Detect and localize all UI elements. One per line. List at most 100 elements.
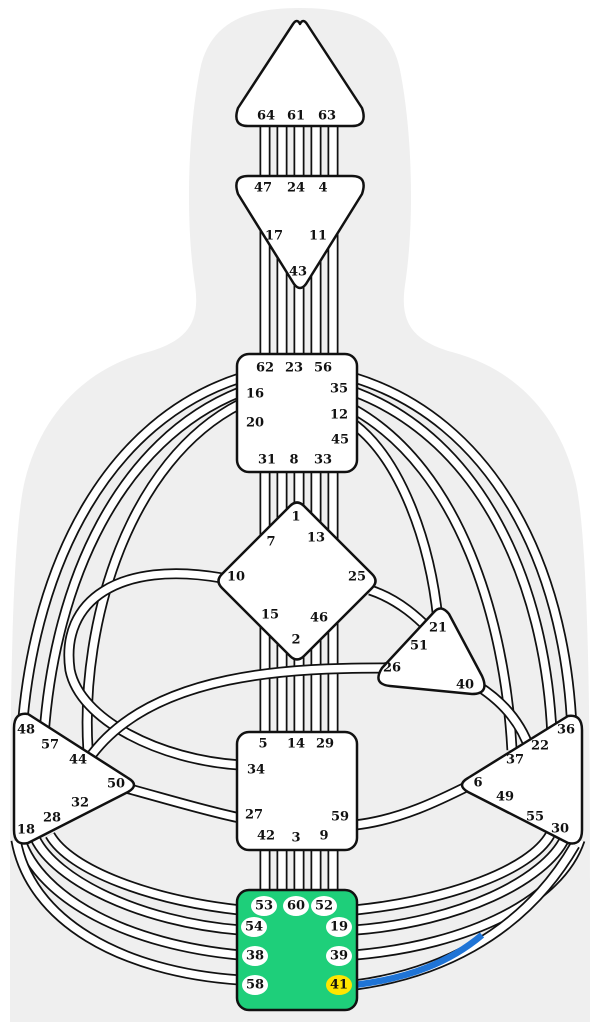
gate-44[interactable]: 44 [69,753,87,768]
gate-64[interactable]: 64 [257,109,275,124]
gate-55[interactable]: 55 [526,810,544,825]
gate-18[interactable]: 18 [17,823,35,838]
gate-31[interactable]: 31 [258,453,276,468]
root-center[interactable] [235,888,359,1012]
gate-30[interactable]: 30 [551,822,569,837]
gate-3[interactable]: 3 [291,831,300,846]
gate-badge [241,917,267,937]
gate-26[interactable]: 26 [383,661,401,676]
gate-23[interactable]: 23 [285,361,303,376]
gate-22[interactable]: 22 [531,739,549,754]
gate-59[interactable]: 59 [331,810,349,825]
gate-37[interactable]: 37 [506,753,524,768]
gate-4[interactable]: 4 [318,181,327,196]
gate-badge [326,946,352,966]
gate-25[interactable]: 25 [348,570,366,585]
channel [351,420,444,621]
gate-6[interactable]: 6 [473,776,482,791]
gate-11[interactable]: 11 [309,229,327,244]
gate-21[interactable]: 21 [429,621,447,636]
gate-badge [242,975,268,995]
gate-38[interactable]: 38 [246,949,264,964]
g-center[interactable] [217,501,377,661]
gate-19[interactable]: 19 [330,920,348,935]
spleen-center[interactable] [12,712,136,845]
active-channel-41-30 [354,842,580,991]
gate-33[interactable]: 33 [314,453,332,468]
gate-35[interactable]: 35 [330,382,348,397]
channel [353,386,558,736]
channel [16,372,242,731]
channel [352,405,518,751]
gate-49[interactable]: 49 [496,790,514,805]
gate-14[interactable]: 14 [287,737,305,752]
gate-36[interactable]: 36 [557,723,575,738]
gate-52[interactable]: 52 [315,899,333,914]
gate-28[interactable]: 28 [43,811,61,826]
gate-46[interactable]: 46 [310,611,328,626]
gate-badge [283,896,309,916]
gate-53[interactable]: 53 [255,899,273,914]
gate-39[interactable]: 39 [330,949,348,964]
gate-60[interactable]: 60 [287,899,305,914]
gate-27[interactable]: 27 [245,808,263,823]
gate-2[interactable]: 2 [291,633,300,648]
active-channel-layer [354,842,580,991]
channel [354,780,473,831]
gate-badge [242,946,268,966]
head-center[interactable] [235,19,365,128]
gate-13[interactable]: 13 [307,531,325,546]
gate-51[interactable]: 51 [410,639,428,654]
gate-8[interactable]: 8 [289,453,298,468]
gate-17[interactable]: 17 [265,229,283,244]
gate-40[interactable]: 40 [456,678,474,693]
gate-45[interactable]: 45 [331,433,349,448]
channel [38,386,243,736]
gate-50[interactable]: 50 [107,777,125,792]
gate-29[interactable]: 29 [316,737,334,752]
gate-5[interactable]: 5 [258,737,267,752]
gate-badge [326,917,352,937]
channel [10,838,241,986]
throat-center[interactable] [235,352,359,474]
gate-42[interactable]: 42 [257,829,275,844]
gate-41[interactable]: 41 [330,978,348,993]
gate-62[interactable]: 62 [256,361,274,376]
gate-61[interactable]: 61 [287,109,305,124]
gate-32[interactable]: 32 [71,796,89,811]
channel [83,662,386,764]
gate-20[interactable]: 20 [246,416,264,431]
gate-15[interactable]: 15 [261,608,279,623]
solar-plexus-center[interactable] [460,714,584,845]
gate-43[interactable]: 43 [289,265,307,280]
gate-57[interactable]: 57 [41,738,59,753]
sacral-center[interactable] [235,730,359,852]
channel [354,831,555,916]
channel [63,568,241,771]
gate-48[interactable]: 48 [17,723,35,738]
gate-badge [251,896,277,916]
ajna-center[interactable] [235,174,365,290]
gate-16[interactable]: 16 [246,387,264,402]
channel [353,372,578,731]
heart-center[interactable] [377,607,486,696]
gate-63[interactable]: 63 [318,109,336,124]
gate-10[interactable]: 10 [227,570,245,585]
gate-56[interactable]: 56 [314,361,332,376]
gate-54[interactable]: 54 [245,920,263,935]
channel [45,831,241,916]
gate-badge [311,896,337,916]
gate-7[interactable]: 7 [266,535,275,550]
gate-12[interactable]: 12 [330,408,348,423]
gate-47[interactable]: 47 [254,181,272,196]
channel [14,836,241,961]
gate-9[interactable]: 9 [319,829,328,844]
active-gate-badge [326,975,352,995]
gate-34[interactable]: 34 [247,763,265,778]
gate-1[interactable]: 1 [291,510,300,525]
gate-24[interactable]: 24 [287,181,305,196]
gate-58[interactable]: 58 [246,978,264,993]
